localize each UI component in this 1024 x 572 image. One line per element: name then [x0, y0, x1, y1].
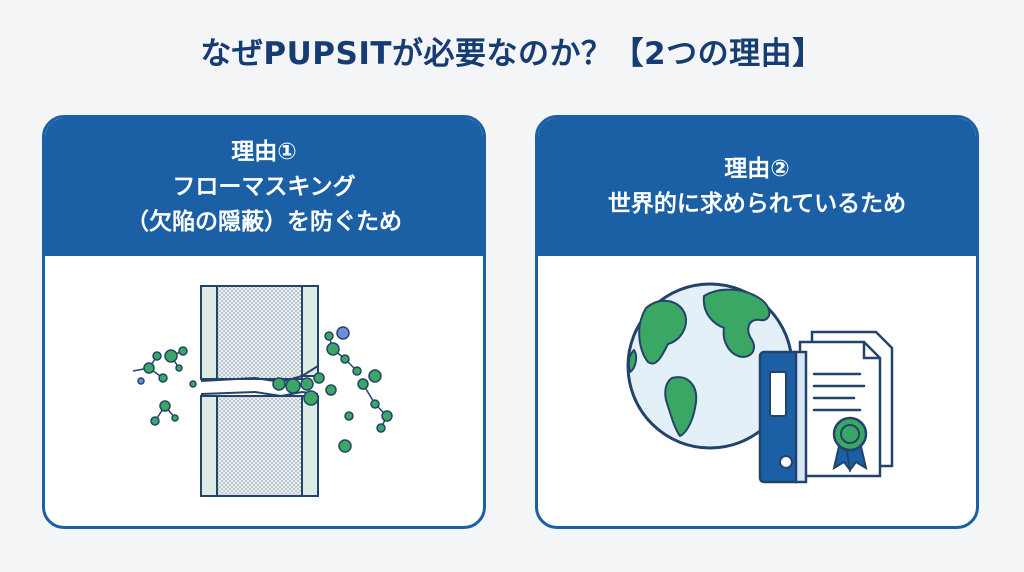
reason-2-heading: 理由② — [724, 156, 790, 182]
reason-1-heading: 理由① — [231, 138, 297, 165]
reason-1-line-2: （欠陥の隠蔽）を防ぐため — [126, 208, 402, 235]
filter-membrane-defect-icon — [132, 285, 393, 497]
page-title: なぜPUPSITが必要なのか？【2つの理由】 — [200, 36, 824, 72]
reason-card-2: 理由② 世界的に求められているため — [535, 115, 979, 529]
globe-and-certificate-icon — [626, 282, 894, 484]
reason-card-1-header: 理由① フローマスキング （欠陥の隠蔽）を防ぐため — [45, 118, 483, 256]
reason-card-1: 理由① フローマスキング （欠陥の隠蔽）を防ぐため — [42, 115, 486, 529]
reason-1-line-1: フローマスキング — [172, 173, 356, 200]
reason-2-line-1: 世界的に求められているため — [607, 191, 907, 217]
reason-card-2-header: 理由② 世界的に求められているため — [538, 118, 976, 256]
